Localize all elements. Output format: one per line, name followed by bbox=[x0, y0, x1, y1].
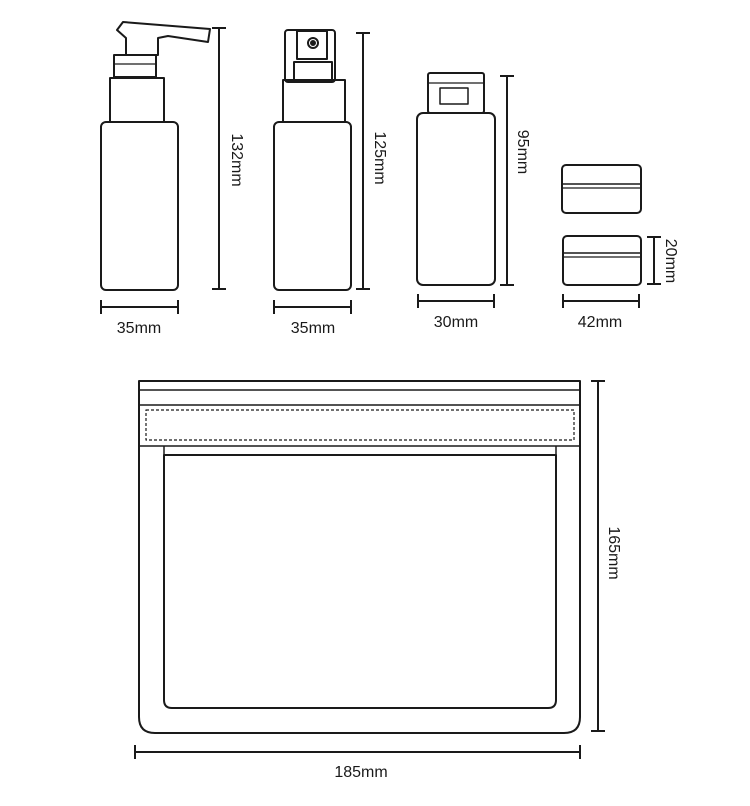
flip-cap-recess bbox=[439, 87, 469, 105]
jar-height-dimension bbox=[647, 236, 661, 285]
dimension-labels: 35mm 132mm 35mm 125mm 30mm 95mm 42mm 20m… bbox=[117, 130, 679, 781]
pump-bottle-body bbox=[100, 121, 179, 291]
pump-width-dimension bbox=[100, 300, 179, 314]
spray-height-dimension bbox=[356, 32, 370, 290]
flip-cap-height-label: 95mm bbox=[514, 130, 531, 174]
flip-cap-width-label: 30mm bbox=[434, 314, 478, 331]
spray-bottle bbox=[273, 29, 370, 314]
pouch-height-dimension bbox=[591, 380, 605, 732]
spray-width-label: 35mm bbox=[291, 320, 335, 337]
pump-collar bbox=[113, 54, 157, 78]
jar-top bbox=[561, 164, 642, 214]
flip-cap-width-dimension bbox=[417, 294, 495, 308]
spray-width-dimension bbox=[273, 300, 352, 314]
spray-bottle-body bbox=[273, 121, 352, 291]
pump-bottle bbox=[100, 21, 226, 314]
pouch bbox=[134, 380, 605, 759]
pouch-window bbox=[163, 454, 557, 709]
pouch-width-label: 185mm bbox=[334, 764, 387, 781]
pouch-height-label: 165mm bbox=[605, 526, 622, 579]
pouch-width-dimension bbox=[134, 745, 581, 759]
pump-neck bbox=[109, 77, 165, 123]
pump-height-dimension bbox=[212, 27, 226, 290]
pouch-zipper-stitching bbox=[145, 409, 575, 441]
pouch-outline bbox=[138, 380, 581, 734]
pump-nozzle bbox=[116, 21, 211, 56]
jar-width-dimension bbox=[562, 294, 640, 308]
spray-height-label: 125mm bbox=[371, 131, 388, 184]
jar-width-label: 42mm bbox=[578, 314, 622, 331]
jar-height-label: 20mm bbox=[662, 239, 679, 283]
spray-pump-collar bbox=[293, 61, 333, 81]
spray-neck bbox=[282, 79, 346, 123]
flip-cap-bottle-body bbox=[416, 112, 496, 286]
jar-bottom bbox=[562, 235, 642, 286]
pump-height-label: 132mm bbox=[228, 133, 245, 186]
spray-nozzle bbox=[307, 37, 319, 49]
jar-set bbox=[561, 164, 661, 308]
flip-cap bbox=[427, 72, 485, 114]
flip-cap-height-dimension bbox=[500, 75, 514, 286]
pump-width-label: 35mm bbox=[117, 320, 161, 337]
flip-cap-bottle bbox=[416, 72, 514, 308]
